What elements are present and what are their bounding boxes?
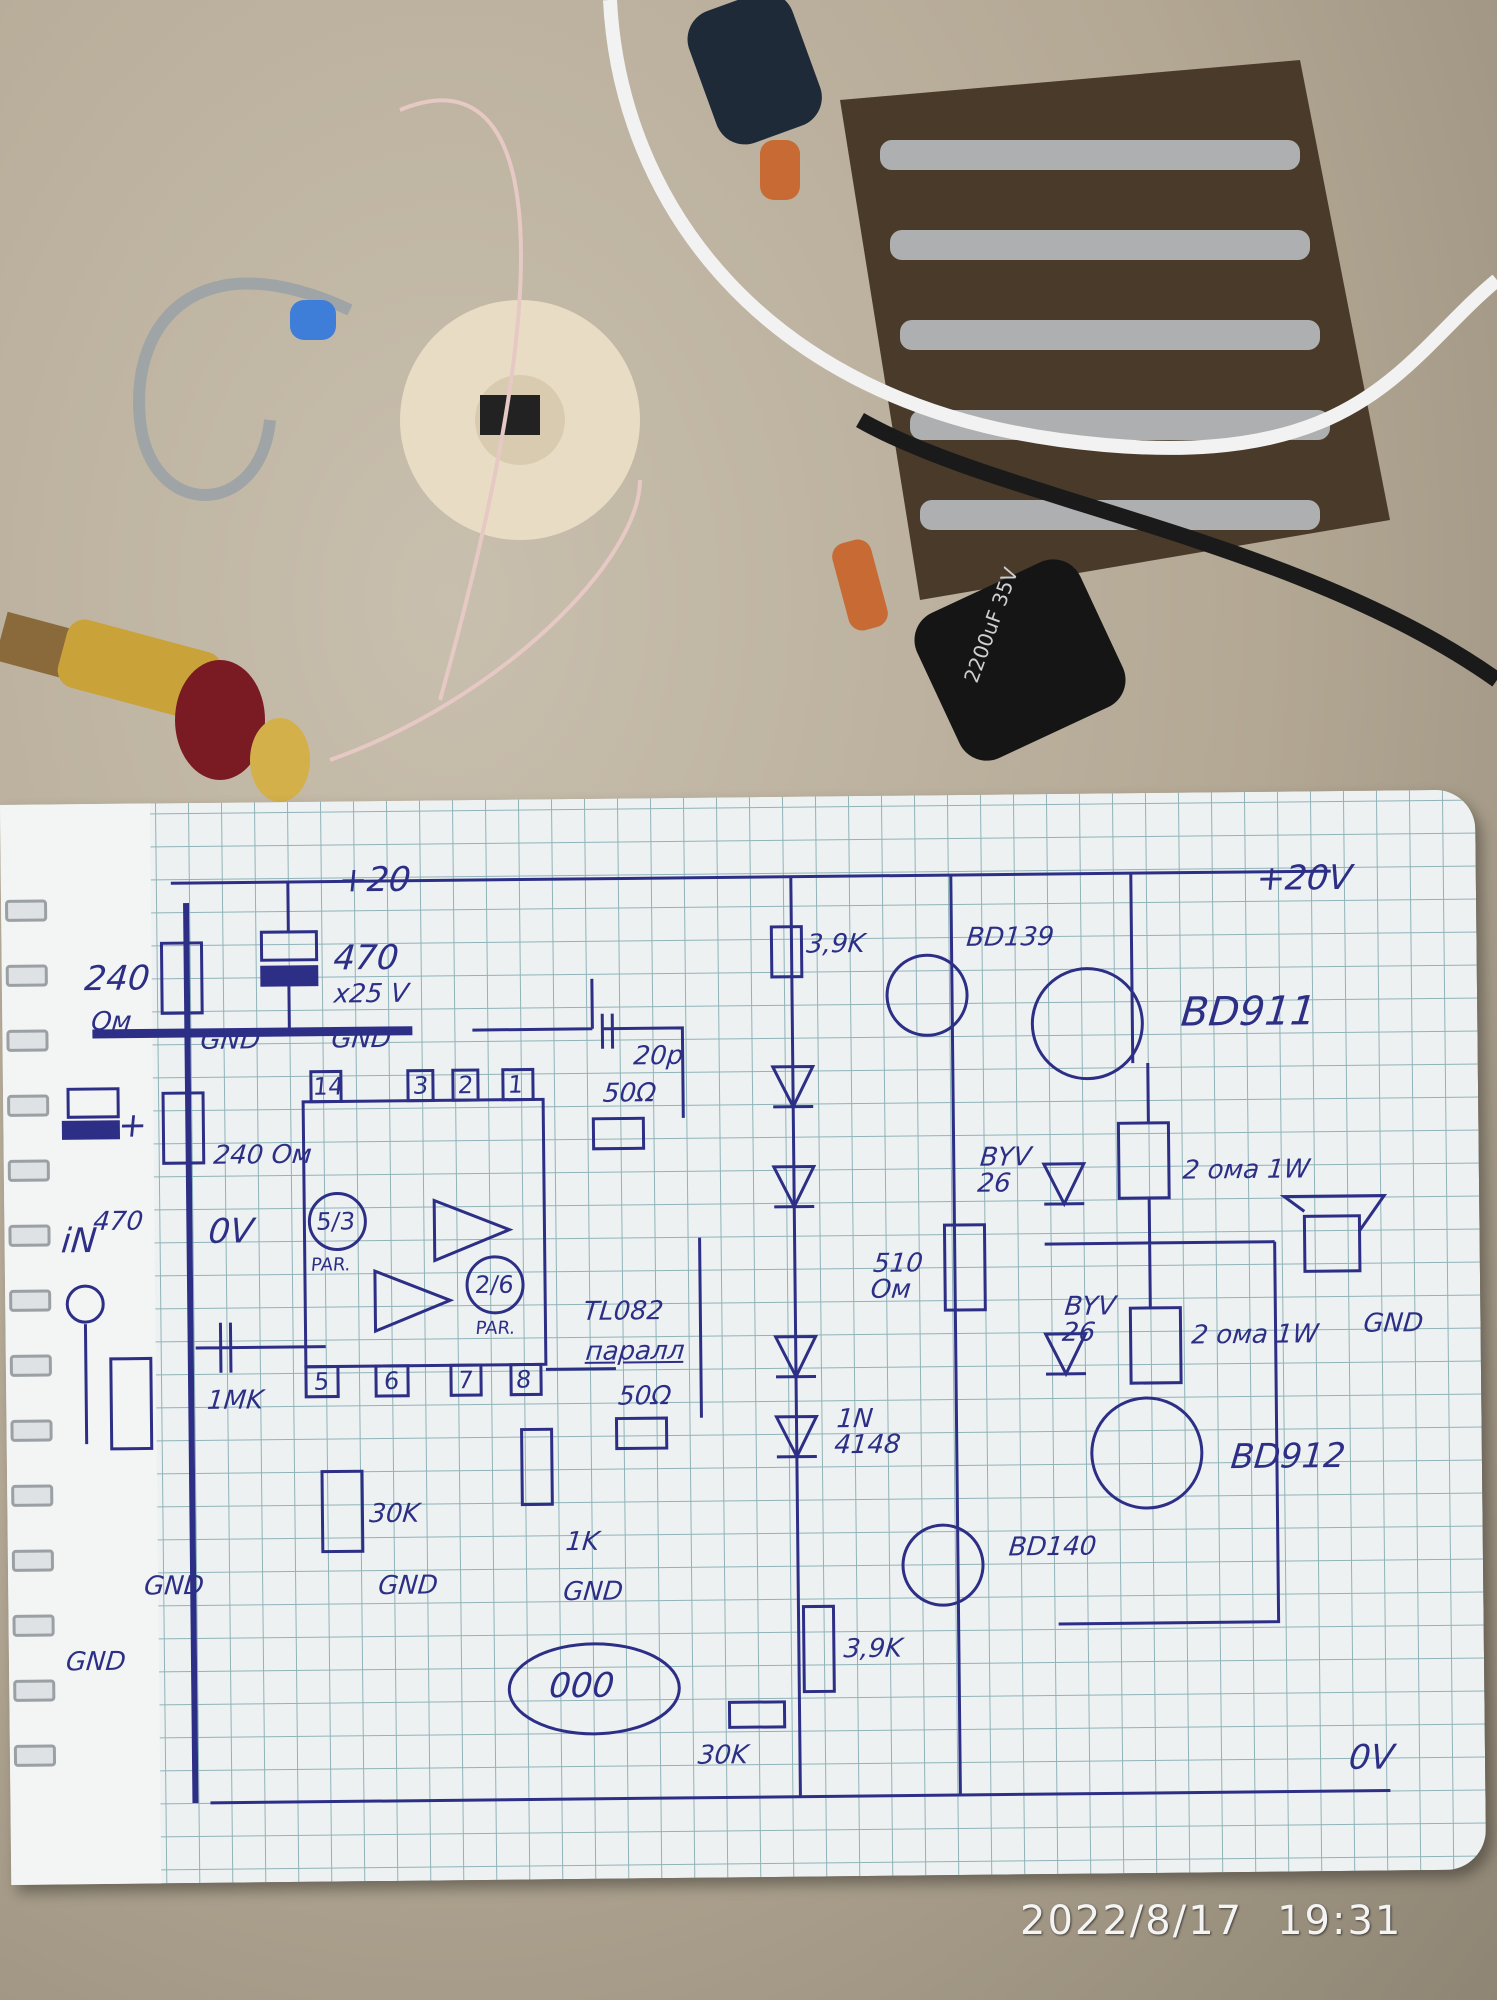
label-cap-rating: x25 V (332, 978, 410, 1010)
speaker-symbol (1302, 1214, 1362, 1273)
diode (773, 1334, 819, 1381)
opamp-b (373, 1268, 455, 1334)
label-gnd: GND (561, 1576, 625, 1608)
timestamp-date: 2022/8/17 (1020, 1898, 1244, 1944)
label-section-a: 5/3 (315, 1207, 357, 1236)
label-30k: 30K (368, 1498, 422, 1530)
label-50ohm: 50Ω (601, 1078, 658, 1109)
label-parallel: паралл (584, 1335, 686, 1367)
transistor-bd912 (1090, 1396, 1204, 1510)
label-3-9k: 3,9K (842, 1633, 904, 1665)
pin-5: 5 (312, 1367, 331, 1396)
label-plus20: +20 (336, 859, 413, 901)
label-30k: 30K (696, 1740, 750, 1771)
label-510ohm: 510 Ом (869, 1248, 925, 1305)
tube-socket-circuit (400, 300, 640, 540)
label-2ohm-1w: 2 ома 1W (1190, 1319, 1320, 1351)
label-bd139: BD139 (965, 921, 1056, 953)
label-1n4148: 1N 4148 (832, 1403, 902, 1461)
transistor-bd140 (901, 1523, 985, 1607)
label-20p: 20p (632, 1040, 685, 1072)
label-gnd: GND (64, 1646, 128, 1678)
label-plus20v: +20V (1254, 857, 1354, 899)
pin-2: 2 (456, 1071, 475, 1100)
resistor (760, 140, 800, 200)
label-byv26: BYV 26 (1060, 1291, 1118, 1348)
label-section-a-note: PAR. (309, 1254, 352, 1276)
label-bd140: BD140 (1007, 1531, 1098, 1563)
pin-3: 3 (411, 1071, 430, 1100)
pin-7: 7 (456, 1366, 475, 1395)
timestamp-time: 19:31 (1277, 1898, 1403, 1944)
label-0v: 0V (1347, 1737, 1396, 1778)
label-1k: 1K (564, 1526, 601, 1558)
label-pot: 000 (547, 1665, 617, 1707)
label-bd912: BD912 (1229, 1435, 1348, 1478)
rca-jack (0, 611, 310, 802)
label-r240-bottom: 240 Ом (212, 1139, 314, 1171)
wire-solder (133, 277, 353, 501)
resistor (832, 539, 888, 631)
opamp-a (432, 1198, 514, 1263)
pin-8: 8 (514, 1365, 533, 1394)
photo-timestamp: 2022/8/17 19:31 (1020, 1898, 1402, 1944)
label-cap470: 470 (331, 937, 401, 979)
wire-black (856, 413, 1497, 687)
label-gnd: GND (1362, 1308, 1425, 1339)
label-gnd: GND (376, 1570, 440, 1602)
label-cap470-bottom: 470 (91, 1206, 145, 1238)
label-plus: + (116, 1105, 149, 1146)
label-gnd: GND (330, 1023, 393, 1055)
label-input: iN (59, 1220, 99, 1262)
transistor-bd911 (1030, 967, 1144, 1081)
diode (771, 1164, 817, 1211)
label-bd911: BD911 (1179, 988, 1319, 1036)
label-50ohm: 50Ω (616, 1380, 673, 1412)
pin-1: 1 (506, 1070, 525, 1099)
schematic-drawing (61, 869, 1391, 1805)
notebook-page: +20 240 Ом 470 x25 V GND GND + 240 Ом 47… (0, 789, 1487, 1885)
wire-white (603, 0, 1497, 455)
label-tl082: TL082 (581, 1296, 665, 1327)
label-3-9k: 3,9K (805, 928, 867, 960)
input-jack-symbol (65, 1284, 105, 1324)
pot-sketch (507, 1642, 681, 1736)
label-byv26: BYV 26 (976, 1142, 1033, 1199)
workbench-photo: 2200uF 35V (0, 0, 1497, 802)
label-section-b-note: PAR. (474, 1317, 517, 1340)
rail-plus20 (170, 869, 1331, 885)
pin-6: 6 (382, 1366, 401, 1396)
label-2ohm-1w: 2 ома 1W (1181, 1154, 1312, 1186)
capacitor-can (687, 0, 822, 145)
label-r240-value: 240 (82, 958, 152, 1000)
label-gnd: GND (142, 1570, 206, 1602)
diode (774, 1414, 819, 1461)
transistor-bd139 (885, 953, 969, 1037)
label-gnd: GND (199, 1025, 262, 1056)
left-bus (183, 903, 199, 1804)
pin-14: 14 (311, 1072, 345, 1101)
capacitor-small (290, 300, 336, 340)
label-section-b: 2/6 (473, 1270, 516, 1300)
gnd-bus (92, 1026, 413, 1039)
label-1mk: 1MK (205, 1385, 265, 1416)
label-r240-unit: Ом (89, 1006, 133, 1038)
diode (770, 1064, 816, 1111)
label-0v: 0V (206, 1211, 256, 1252)
wire-pink (329, 98, 642, 762)
